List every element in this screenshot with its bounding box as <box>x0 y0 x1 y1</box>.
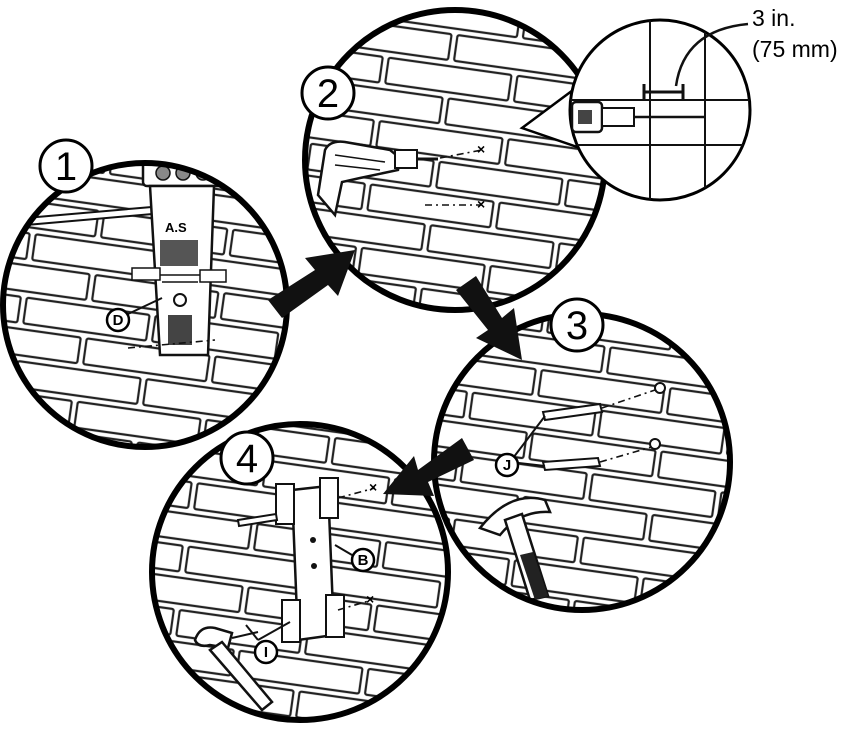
part-i-badge <box>253 639 279 665</box>
part-b-label: B <box>358 552 369 569</box>
arrow-step3-to-step4 <box>383 438 474 496</box>
svg-text:×: × <box>477 196 485 212</box>
step-3-badge <box>549 297 605 353</box>
step-2-illustration: × × <box>316 140 485 218</box>
screwdriver-icon <box>193 626 274 712</box>
svg-text:×: × <box>369 479 377 495</box>
step-1-number: 1 <box>55 145 77 189</box>
template-logo-text: A.S <box>165 220 187 235</box>
arrow-step2-to-step3 <box>456 276 522 360</box>
step-3-number: 3 <box>566 304 588 348</box>
step-2-panel: × × 2 <box>300 7 608 313</box>
step-1-badge <box>38 138 94 194</box>
drilling-template <box>148 184 216 357</box>
step-1-panel: A.S 1 D <box>0 138 290 450</box>
svg-text:×: × <box>366 591 374 607</box>
step-2-badge <box>300 65 356 121</box>
part-d-badge <box>105 307 131 333</box>
depth-detail-panel: 3 in. (75 mm) <box>519 5 838 202</box>
depth-callout-line2: (75 mm) <box>752 36 838 62</box>
step-3-illustration <box>477 382 666 602</box>
arrow-step1-to-step2 <box>268 250 355 318</box>
depth-detail-illustration <box>570 20 750 200</box>
depth-callout-line1: 3 in. <box>752 5 795 31</box>
step-4-panel: × × 4 B I <box>149 421 451 723</box>
part-i-label: I <box>264 644 268 661</box>
wall-bracket <box>275 477 345 643</box>
hammer-icon <box>477 496 552 602</box>
step-3-panel: 3 J <box>431 297 733 613</box>
part-j-label: J <box>503 457 511 474</box>
part-j-badge <box>494 452 520 478</box>
svg-text:×: × <box>477 141 485 157</box>
step-4-badge <box>219 430 275 486</box>
part-b-badge <box>350 547 376 573</box>
part-d-label: D <box>113 312 124 329</box>
drill-icon <box>316 140 438 218</box>
step-4-number: 4 <box>236 437 258 481</box>
step-2-number: 2 <box>317 72 339 116</box>
step-2-brick-wall <box>305 10 605 310</box>
step-4-illustration: × × <box>193 477 377 712</box>
